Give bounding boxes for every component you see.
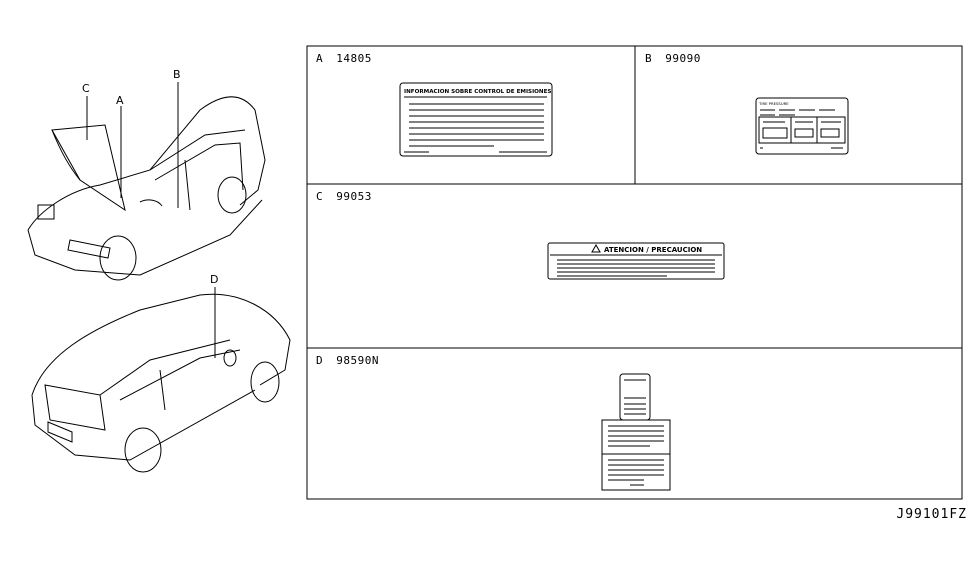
panel-a-letter: A [316, 52, 324, 65]
caution-label: ATENCION / PRECAUCION [547, 242, 725, 280]
callout-d: D [210, 273, 218, 286]
panel-a-part-number: 14805 [336, 52, 372, 65]
hang-tag-label [601, 373, 671, 491]
tire-pressure-label: TIRE PRESSURE [755, 97, 849, 155]
warning-triangle-icon [591, 243, 601, 253]
panel-d-part-number: 98590N [336, 354, 379, 367]
panel-d-letter: D [316, 354, 324, 367]
panel-d-title: D 98590N [316, 354, 379, 367]
tire-label-heading: TIRE PRESSURE [758, 101, 789, 106]
panel-b-letter: B [645, 52, 653, 65]
panel-c-letter: C [316, 190, 324, 203]
caution-label-heading: ATENCION / PRECAUCION [604, 246, 702, 254]
rear-vehicle-drawing [31, 293, 291, 473]
callout-a: A [116, 94, 124, 107]
callout-b: B [173, 68, 181, 81]
emission-control-label: INFORMACION SOBRE CONTROL DE EMISIONES [399, 82, 553, 157]
callout-c: C [82, 82, 90, 95]
panel-b-title: B 99090 [645, 52, 701, 65]
panel-c-part-number: 99053 [336, 190, 372, 203]
diagram-code: J99101FZ [896, 507, 967, 522]
panel-a-title: A 14805 [316, 52, 372, 65]
panel-c-title: C 99053 [316, 190, 372, 203]
panel-b-part-number: 99090 [665, 52, 701, 65]
vehicle-illustrations: C A B D [27, 68, 291, 473]
emission-label-heading: INFORMACION SOBRE CONTROL DE EMISIONES [404, 89, 551, 95]
